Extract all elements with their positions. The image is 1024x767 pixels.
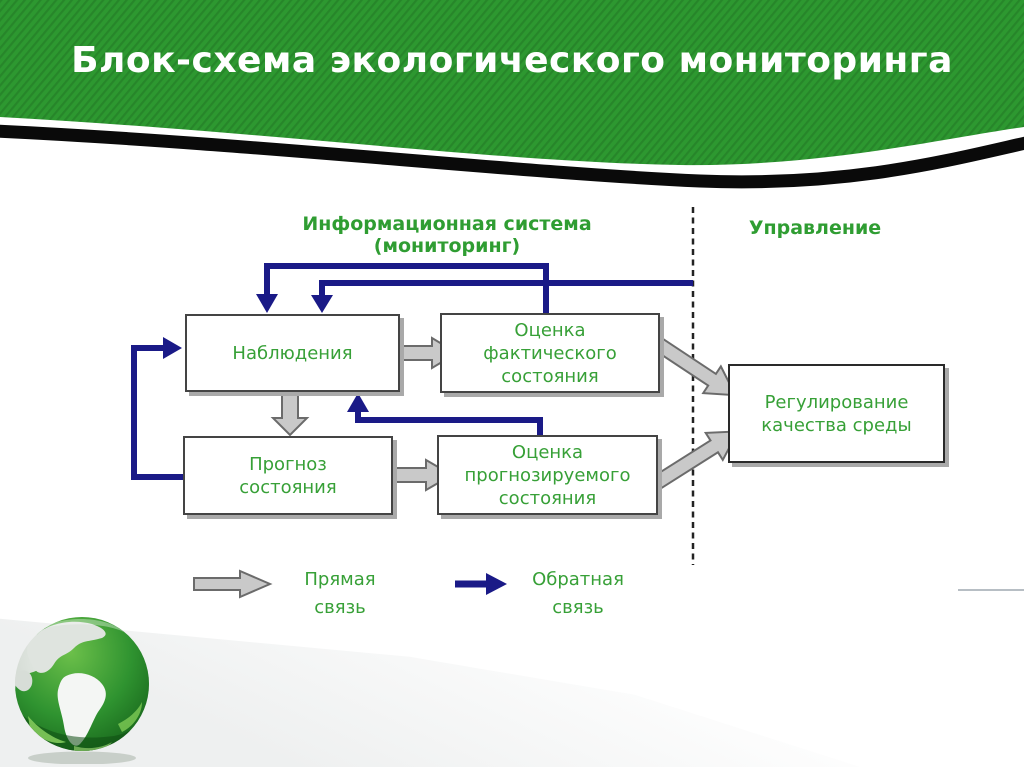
box-regulation-label: Регулирование качества среды [761, 391, 912, 436]
legend-feedback-label: Обратная связь [532, 569, 624, 618]
feedback-management-to-observations [319, 280, 693, 297]
black-wave-line [0, 124, 1024, 189]
globe-shadow [28, 751, 136, 764]
box-observations-label: Наблюдения [232, 342, 353, 364]
green-banner [0, 0, 1024, 166]
feedback-assessment-to-observations [264, 263, 549, 313]
label-information-system: Информационная система (мониторинг) [302, 213, 592, 257]
globe-continents [15, 617, 149, 751]
arrowhead-up [347, 393, 369, 412]
feedback-forecast-to-observations-loop [131, 345, 183, 480]
legend-feedback-arrow-head [486, 573, 507, 595]
box-assessment-actual-label: Оценка фактического состояния [483, 319, 617, 387]
box-assessment-forecast-label: Оценка прогнозируемого состояния [464, 441, 631, 509]
arrowhead-down-1 [256, 294, 278, 313]
arrowhead-down-2 [311, 295, 333, 313]
globe-image [15, 617, 149, 764]
legend-direct-label: Прямая связь [304, 569, 376, 618]
right-edge-rule [958, 589, 1024, 591]
legend-direct-arrow [193, 569, 273, 599]
box-assessment-actual: Оценка фактического состояния [440, 313, 660, 393]
label-management: Управление [748, 217, 882, 239]
header-wave [0, 0, 1024, 189]
box-observations: Наблюдения [185, 314, 400, 392]
slide-title: Блок-схема экологического мониторинга [71, 40, 953, 81]
box-assessment-forecast: Оценка прогнозируемого состояния [437, 435, 658, 515]
direct-observations-to-forecast [270, 391, 310, 437]
box-forecast: Прогноз состояния [183, 436, 393, 515]
box-forecast-label: Прогноз состояния [239, 453, 337, 498]
arrowhead-right-loop [163, 337, 182, 359]
feedback-assessmentforecast-to-observations [355, 411, 543, 435]
box-regulation: Регулирование качества среды [728, 364, 945, 463]
